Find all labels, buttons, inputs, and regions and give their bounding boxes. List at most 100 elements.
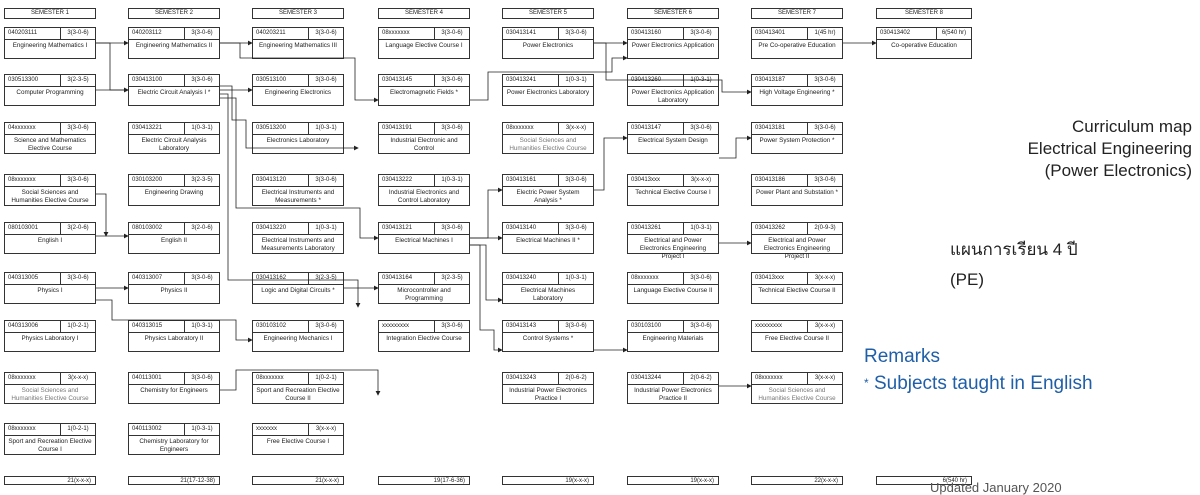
course-credit: 3(3-0-6) <box>807 75 842 86</box>
course-name: Language Elective Course I <box>385 42 463 49</box>
course-credit: 3(3-0-6) <box>308 28 343 39</box>
course-name: Social Sciences and Humanities Elective … <box>11 189 89 204</box>
semester-header-7: SEMESTER 7 <box>751 8 843 19</box>
course-name: Engineering Mathematics I <box>12 42 88 49</box>
course-code: 030413261 <box>631 225 662 231</box>
semester-header-4: SEMESTER 4 <box>378 8 470 19</box>
course-name: Electrical Machines Laboratory <box>520 287 576 302</box>
semester-total-6: 19(x-x-x) <box>627 476 719 485</box>
course-code: 030513100 <box>256 77 287 83</box>
course-credit: 3(x-x-x) <box>683 175 718 186</box>
course-name: Physics II <box>160 287 188 294</box>
course-code: 040313006 <box>8 323 39 329</box>
course-name: Social Sciences and Humanities Elective … <box>11 387 89 402</box>
remarks-note: * Subjects taught in English <box>864 370 1093 397</box>
course-credit: 3(2-3-5) <box>184 175 219 186</box>
course-name: English II <box>161 237 187 244</box>
course-name: Electrical Machines I <box>395 237 453 244</box>
course-code: xxxxxxxxx <box>755 323 782 329</box>
course-code: 040313015 <box>132 323 163 329</box>
prerequisite-arrow <box>220 97 379 241</box>
course-credit: 3(3-0-6) <box>184 28 219 39</box>
course-name: Electrical Machines II * <box>516 237 580 244</box>
course-code: 030413161 <box>506 177 537 183</box>
course-credit: 3(3-0-6) <box>807 123 842 134</box>
course-credit: 2(0-6-2) <box>683 373 718 384</box>
semester-total-3: 21(x-x-x) <box>252 476 344 485</box>
course-credit: 3(3-0-6) <box>60 28 95 39</box>
course-code: 08xxxxxxx <box>8 177 36 183</box>
course-credit: 3(3-0-6) <box>184 373 219 384</box>
course-code: xxxxxxx <box>256 426 277 432</box>
prerequisite-arrow <box>470 187 503 239</box>
course-credit: 3(2-3-5) <box>60 75 95 86</box>
course-name: Engineering Mathematics III <box>258 42 338 49</box>
course-code: 030413262 <box>755 225 786 231</box>
course-code: 030413222 <box>382 177 413 183</box>
course-credit: 1(0-3-1) <box>434 175 469 186</box>
course-credit: 1(0-2-1) <box>308 373 343 384</box>
course-code: 040203112 <box>132 30 162 36</box>
course-name: Chemistry Laboratory for Engineers <box>139 438 209 453</box>
course-credit: 3(3-0-6) <box>434 321 469 332</box>
course-credit: 3(2-3-5) <box>434 273 469 284</box>
course-code: 030413120 <box>256 177 287 183</box>
course-credit: 3(3-0-6) <box>60 175 95 186</box>
course-name: Power Electronics Application <box>631 42 715 49</box>
semester-total-1: 21(x-x-x) <box>4 476 96 485</box>
course-code: 030413100 <box>132 77 163 83</box>
course-code: 030413221 <box>132 125 163 131</box>
course-code: 08xxxxxxx <box>8 375 36 381</box>
course-credit: 3(2-0-6) <box>60 223 95 234</box>
semester-header-6: SEMESTER 6 <box>627 8 719 19</box>
semester-total-4: 19(17-6-36) <box>378 476 470 485</box>
course-name: Electrical Instruments and Measurements … <box>261 189 335 204</box>
course-code: 030413191 <box>382 125 413 131</box>
course-code: 030413240 <box>506 275 537 281</box>
course-code: 030513200 <box>256 125 287 131</box>
asterisk-mark: * <box>864 376 869 390</box>
course-code: 030413162 <box>256 275 287 281</box>
course-code: 030413xxx <box>755 275 785 281</box>
course-credit: 6(540 hr) <box>936 28 971 39</box>
course-code: 030413260 <box>631 77 662 83</box>
course-credit: 3(x-x-x) <box>308 424 343 435</box>
course-name: Power Electronics Application Laboratory <box>631 89 715 104</box>
course-code: 030413243 <box>506 375 537 381</box>
semester-total-8: 6(540 hr) <box>876 476 972 485</box>
course-name: Power Electronics <box>522 42 574 49</box>
course-credit: 1(0-3-1) <box>308 223 343 234</box>
prerequisite-arrow <box>96 42 129 93</box>
course-credit: 3(3-0-6) <box>683 321 718 332</box>
course-name: Electric Circuit Analysis I * <box>137 89 211 96</box>
prerequisite-arrow <box>719 135 752 159</box>
course-credit: 3(3-0-6) <box>434 123 469 134</box>
semester-header-2: SEMESTER 2 <box>128 8 220 19</box>
course-name: Sport and Recreation Elective Course II <box>256 387 340 402</box>
course-credit: 3(2-3-5) <box>308 273 343 284</box>
course-credit: 3(3-0-6) <box>308 175 343 186</box>
course-credit: 1(0-3-1) <box>184 123 219 134</box>
